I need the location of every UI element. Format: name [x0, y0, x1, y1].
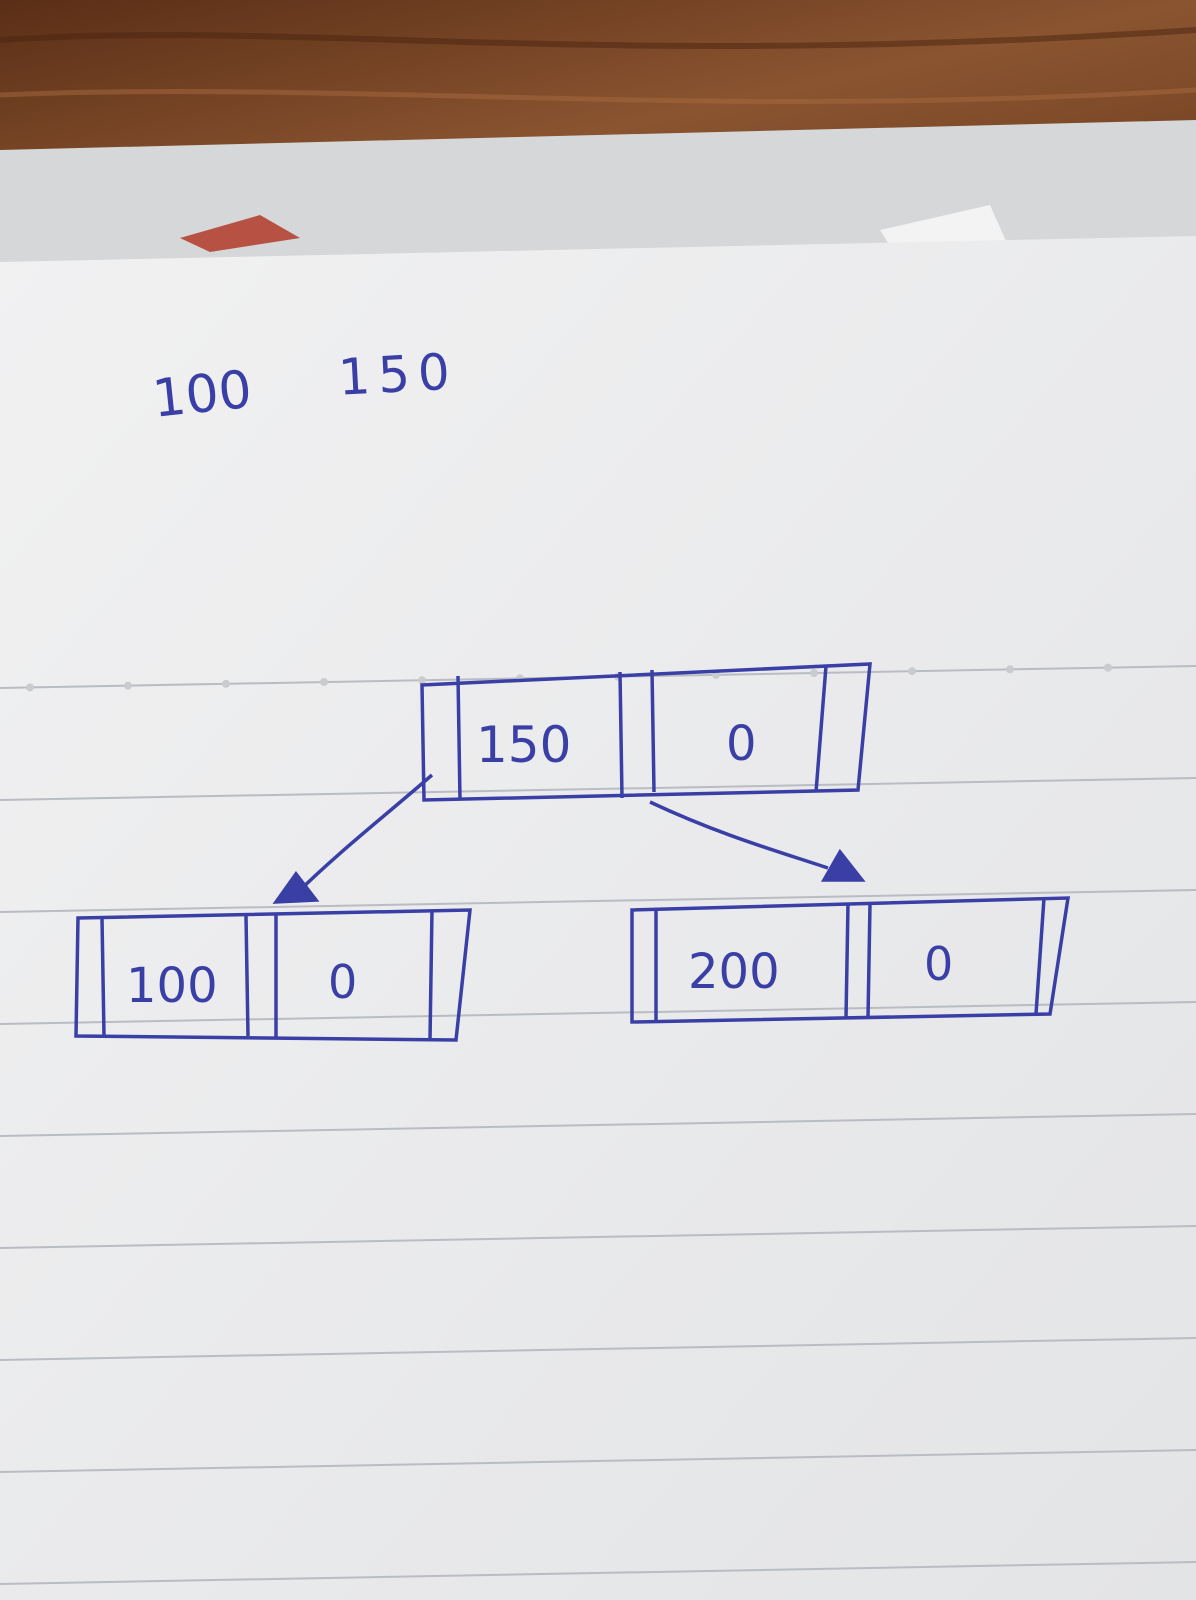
ruled-line	[0, 1001, 1196, 1025]
perforation-dot	[908, 667, 916, 676]
root-node	[420, 662, 872, 802]
edge-root-to-left	[272, 773, 434, 904]
right-node-key: 200	[688, 944, 780, 1000]
ruled-line	[0, 1449, 1196, 1473]
perforation-dot	[810, 669, 818, 678]
top-note-first: 100	[150, 360, 255, 430]
right-node-second: 0	[924, 937, 953, 991]
perforation-dot	[1104, 663, 1112, 672]
root-node-key: 150	[476, 716, 571, 774]
perforation-dot	[320, 678, 328, 687]
ruled-line	[0, 1561, 1196, 1585]
ruled-lines	[0, 663, 1196, 1585]
perforation-dot	[26, 683, 34, 692]
top-note-second: 150	[337, 343, 459, 407]
ruled-line	[0, 777, 1196, 801]
left-node-key: 100	[126, 958, 218, 1014]
ruled-line	[0, 1337, 1196, 1361]
ruled-line	[0, 889, 1196, 913]
left-node-second: 0	[328, 955, 357, 1009]
paper-sheet	[0, 236, 1196, 1600]
left-node	[74, 908, 472, 1042]
ruled-line	[0, 1225, 1196, 1249]
ruled-line	[0, 1113, 1196, 1137]
right-node	[630, 896, 1071, 1024]
perforation-dot	[1006, 665, 1014, 674]
perforation-dot	[418, 676, 426, 685]
perforation-dot	[124, 681, 132, 690]
edge-root-to-right	[649, 800, 866, 882]
perforation-dot	[222, 679, 230, 688]
root-node-second: 0	[726, 716, 757, 772]
